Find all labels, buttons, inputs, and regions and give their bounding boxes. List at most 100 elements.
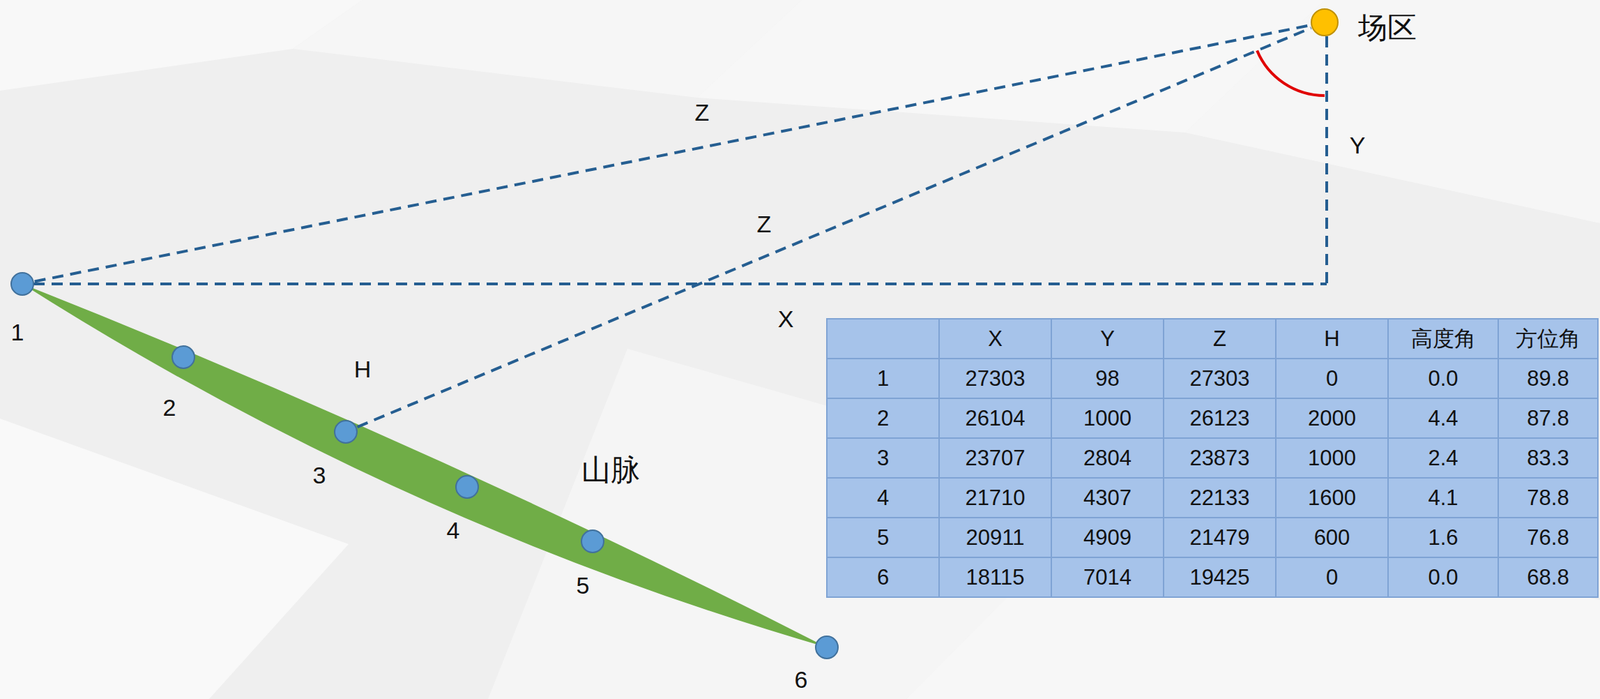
point-circle <box>9 271 35 297</box>
point-dot <box>1311 9 1338 36</box>
table-grid <box>826 318 1598 597</box>
table-cell: 600 <box>1314 524 1351 551</box>
site-point: 场区 <box>1309 7 1340 37</box>
point-number: 3 <box>313 461 327 489</box>
y-distance-line <box>1325 36 1329 284</box>
table-cell: 23707 <box>964 445 1025 471</box>
site-label: 场区 <box>1358 11 1417 45</box>
table-cell: 19425 <box>1189 564 1250 590</box>
table-cell: 20911 <box>966 524 1025 551</box>
table-rule <box>1050 318 1053 597</box>
table-cell: 1.6 <box>1427 524 1458 551</box>
table-header: H <box>1323 326 1340 352</box>
table-cell: 76.8 <box>1526 524 1569 551</box>
axis-label: Y <box>1349 131 1366 159</box>
table-cell: 18115 <box>966 564 1025 590</box>
point-dot <box>581 529 604 553</box>
table-rule <box>1275 318 1277 597</box>
table-rule <box>1387 318 1389 597</box>
point-circle <box>454 474 480 500</box>
table-rule <box>826 357 1598 360</box>
table-cell: 26123 <box>1189 405 1250 431</box>
distance-label: Z <box>757 210 772 238</box>
table-cell: 1600 <box>1307 485 1356 511</box>
table-cell: 68.8 <box>1526 564 1569 590</box>
point-circle <box>580 528 606 554</box>
table-header: X <box>987 326 1003 352</box>
table-rule <box>1162 318 1165 597</box>
table-cell: 21710 <box>964 485 1025 511</box>
axis-label: X <box>778 305 795 333</box>
table-rule <box>826 437 1598 439</box>
table-cell: 83.3 <box>1526 445 1569 471</box>
peak-point: 4 <box>454 474 480 500</box>
azimuth-arc <box>1256 50 1325 96</box>
table-cell: 0.0 <box>1427 564 1458 590</box>
table-cell: 21479 <box>1189 524 1250 551</box>
table-cell: 0.0 <box>1427 366 1458 392</box>
point-dot <box>455 475 479 498</box>
table-cell: 78.8 <box>1526 485 1569 511</box>
point-number: 5 <box>576 571 590 599</box>
table-rule <box>938 318 940 597</box>
table-header: Z <box>1213 326 1227 352</box>
peak-point: 3 <box>333 418 359 445</box>
sight-line <box>357 27 1312 427</box>
table-row-number: 2 <box>877 405 889 431</box>
table-cell: 7014 <box>1083 564 1132 590</box>
table-cell: 4307 <box>1083 485 1132 511</box>
peak-point: 5 <box>580 528 606 554</box>
axis-label: H <box>354 355 372 383</box>
table-cell: 4.1 <box>1427 485 1458 511</box>
point-number: 6 <box>794 665 809 693</box>
table-row-number: 6 <box>877 564 889 590</box>
x-distance-line <box>33 282 1327 286</box>
point-number: 4 <box>446 516 461 544</box>
point-circle <box>170 344 196 370</box>
table-cell: 0 <box>1326 366 1338 392</box>
table-cell: 89.8 <box>1526 366 1569 392</box>
point-dot <box>334 420 357 443</box>
table-rule <box>826 476 1598 479</box>
table-rule <box>826 516 1598 518</box>
table-body <box>826 318 1598 597</box>
point-circle <box>1309 7 1340 37</box>
distance-label: Z <box>695 98 710 127</box>
table-cell: 98 <box>1095 366 1119 392</box>
table-cell: 26104 <box>964 405 1025 431</box>
table-rule <box>1497 318 1499 597</box>
table-rule <box>826 556 1598 558</box>
table-rule <box>826 397 1598 399</box>
region-label: 山脉 <box>581 453 640 487</box>
facet <box>1185 0 1600 224</box>
point-dot <box>172 345 195 369</box>
table-cell: 1000 <box>1307 445 1356 471</box>
peak-point: 2 <box>170 344 196 370</box>
table-cell: 2000 <box>1307 405 1356 431</box>
table-row-number: 1 <box>877 366 889 392</box>
table-cell: 4909 <box>1083 524 1132 551</box>
point-dot <box>11 272 34 295</box>
peak-point: 6 <box>814 634 840 660</box>
table-cell: 27303 <box>1189 366 1250 392</box>
table-cell: 87.8 <box>1526 405 1569 431</box>
point-dot <box>815 635 838 659</box>
table-row-number: 3 <box>877 445 889 471</box>
point-number: 1 <box>11 318 25 346</box>
table-cell: 4.4 <box>1427 405 1458 431</box>
table-cell: 1000 <box>1083 405 1132 431</box>
sight-line <box>34 25 1311 281</box>
table-header: 高度角 <box>1411 326 1476 352</box>
point-circle <box>814 634 840 660</box>
table-cell: 27303 <box>964 366 1025 392</box>
table-cell: 0 <box>1326 564 1338 590</box>
peak-point: 1 <box>9 271 35 297</box>
facet <box>0 418 349 699</box>
table-header: Y <box>1100 326 1115 352</box>
mountain-ridge <box>22 283 827 647</box>
table-cell: 23873 <box>1189 445 1250 471</box>
table-header: 方位角 <box>1515 326 1581 352</box>
table-row-number: 4 <box>877 485 889 511</box>
